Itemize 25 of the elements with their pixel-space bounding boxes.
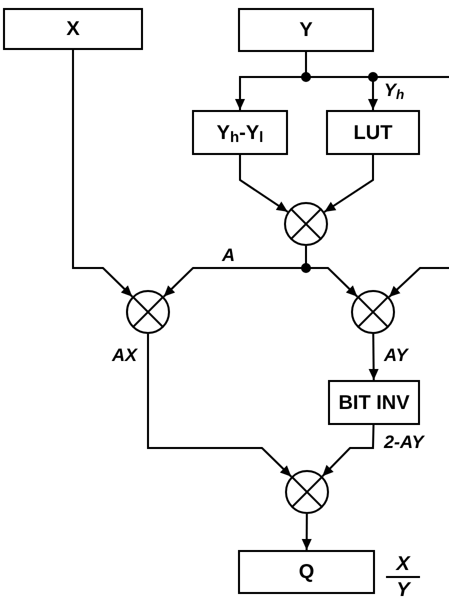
process-box: LUT: [326, 110, 420, 155]
arrow: [324, 155, 374, 213]
multiplier-symbol: [284, 202, 328, 246]
fraction-term: X: [396, 553, 410, 575]
arrow: [239, 155, 288, 213]
edge-label: 2-AY: [384, 432, 424, 452]
arrow: [368, 334, 379, 380]
edge-label: A: [222, 245, 235, 265]
process-box: X: [3, 8, 143, 50]
arrow: [72, 50, 133, 298]
arrow: [302, 514, 312, 550]
edge-label: AY: [384, 345, 408, 365]
arrow: [388, 267, 449, 298]
process-box: Y: [238, 8, 374, 52]
process-box: Y$_{h}$-Y$_{l}$: [192, 110, 288, 155]
edge-label: Y$_{h}$: [384, 80, 404, 100]
arrow: [147, 334, 292, 478]
process-box: BIT INV: [328, 380, 420, 425]
fraction-term: Y: [396, 579, 410, 599]
multiplier-symbol: [126, 290, 170, 334]
arrow: [322, 424, 374, 477]
multiplier-symbol: [285, 470, 329, 514]
edge-label: AX: [112, 345, 138, 365]
process-box: Q: [238, 550, 375, 594]
multiplier-symbol: [351, 290, 395, 334]
